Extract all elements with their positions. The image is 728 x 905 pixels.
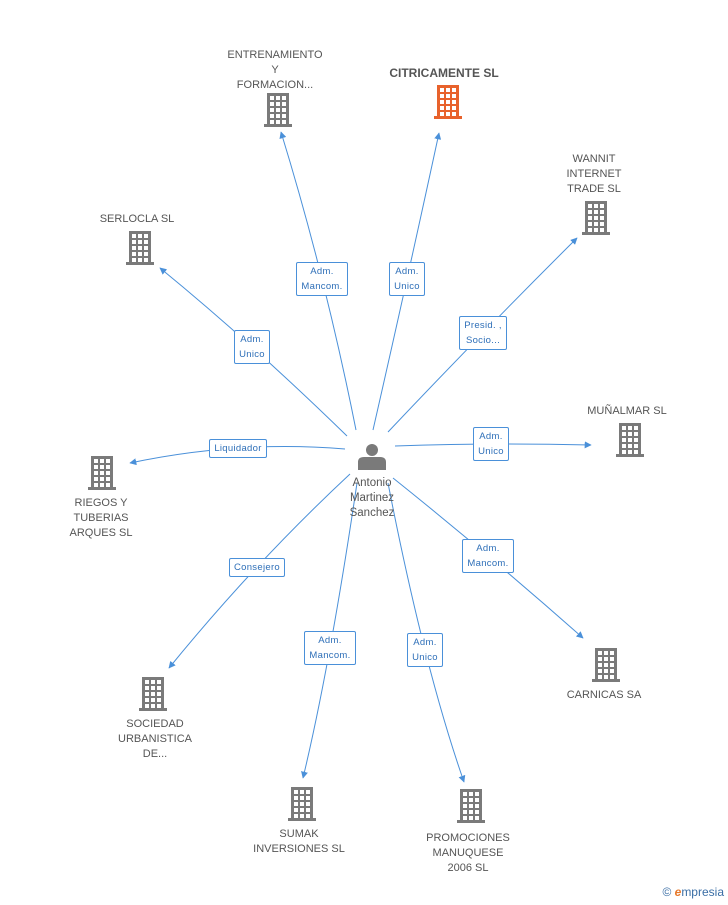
building-icon-wannit[interactable] (582, 201, 610, 235)
relation-label-carnicas[interactable]: Adm. Mancom. (462, 539, 514, 573)
brand-name: mpresia (681, 885, 724, 899)
building-icon-sociedad[interactable] (139, 677, 167, 711)
company-name-promociones[interactable]: PROMOCIONES MANUQUESE 2006 SL (426, 832, 510, 874)
building-icon-citricamente[interactable] (434, 85, 462, 119)
company-name-carnicas[interactable]: CARNICAS SA (566, 689, 642, 701)
relation-label-entrenamiento[interactable]: Adm. Mancom. (296, 262, 348, 296)
relation-label-serlocla[interactable]: Adm. Unico (234, 330, 270, 364)
company-name-sumak[interactable]: SUMAK INVERSIONES SL (253, 828, 345, 855)
company-name-riegos[interactable]: RIEGOS Y TUBERIAS ARQUES SL (69, 497, 133, 539)
building-icon-serlocla[interactable] (126, 231, 154, 265)
relation-label-promociones[interactable]: Adm. Unico (407, 633, 443, 667)
building-icon-entrenamiento[interactable] (264, 93, 292, 127)
brand-footer: © empresia (662, 885, 724, 899)
copyright-icon: © (662, 885, 672, 899)
person-name[interactable]: Antonio Martinez Sanchez (349, 477, 395, 519)
company-name-entrenamiento[interactable]: ENTRENAMIENTO Y FORMACION... (227, 49, 323, 91)
relation-label-wannit[interactable]: Presid. , Socio... (459, 316, 507, 350)
building-icon-munalmar[interactable] (616, 423, 644, 457)
relation-label-sociedad[interactable]: Consejero (228, 557, 285, 577)
person-icon[interactable] (358, 444, 386, 470)
company-name-wannit[interactable]: WANNIT INTERNET TRADE SL (566, 153, 622, 195)
relation-label-munalmar[interactable]: Adm. Unico (473, 427, 509, 461)
company-name-citricamente[interactable]: CITRICAMENTE SL (389, 66, 499, 80)
building-icon-carnicas[interactable] (592, 648, 620, 682)
relation-label-riegos[interactable]: Liquidador (209, 438, 267, 458)
building-icon-riegos[interactable] (88, 456, 116, 490)
brand-logo-mark: e (674, 885, 682, 899)
company-name-sociedad[interactable]: SOCIEDAD URBANISTICA DE... (118, 718, 192, 760)
company-name-munalmar[interactable]: MUÑALMAR SL (587, 405, 667, 417)
relation-label-citricamente[interactable]: Adm. Unico (389, 262, 425, 296)
building-icon-sumak[interactable] (288, 787, 316, 821)
relation-label-sumak[interactable]: Adm. Mancom. (304, 631, 356, 665)
company-name-serlocla[interactable]: SERLOCLA SL (99, 213, 175, 225)
building-icon-promociones[interactable] (457, 789, 485, 823)
